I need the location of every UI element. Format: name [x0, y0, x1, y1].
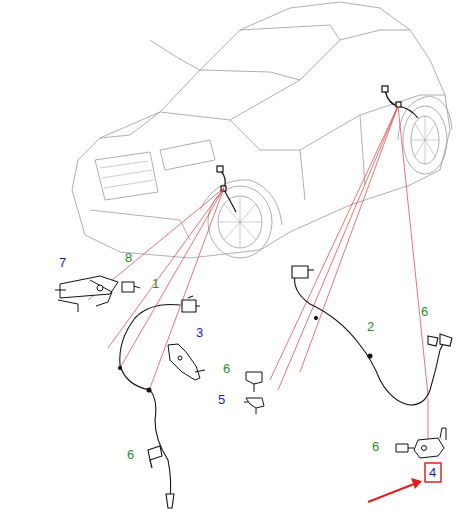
- callout-number: 2: [367, 320, 374, 334]
- callout-number: 6: [372, 440, 379, 454]
- leader-line: [88, 106, 428, 440]
- callout-number: 4: [429, 466, 436, 480]
- callout-number: 3: [196, 326, 203, 340]
- callout-number: 6: [127, 448, 134, 462]
- front-sensor-harness: [119, 296, 201, 508]
- height-sensor-bracket: [55, 276, 140, 312]
- highlight-box: [425, 463, 441, 482]
- wheel-speed-sensor: [396, 428, 446, 458]
- harness-bracket: [168, 344, 205, 380]
- callout-number: 6: [421, 305, 428, 319]
- callout-number: 1: [152, 277, 159, 291]
- pointer-arrowhead: [411, 478, 422, 489]
- callout-number: 7: [59, 256, 66, 270]
- callout-number: 5: [218, 393, 225, 407]
- vehicle-harness: [217, 86, 418, 212]
- clip-parts: [244, 372, 264, 414]
- pointer-arrow: [368, 484, 414, 502]
- rear-sensor-harness: [292, 266, 452, 405]
- vehicle-outline: [72, 2, 452, 258]
- callout-number: 8: [125, 251, 132, 265]
- callout-number: 6: [223, 362, 230, 376]
